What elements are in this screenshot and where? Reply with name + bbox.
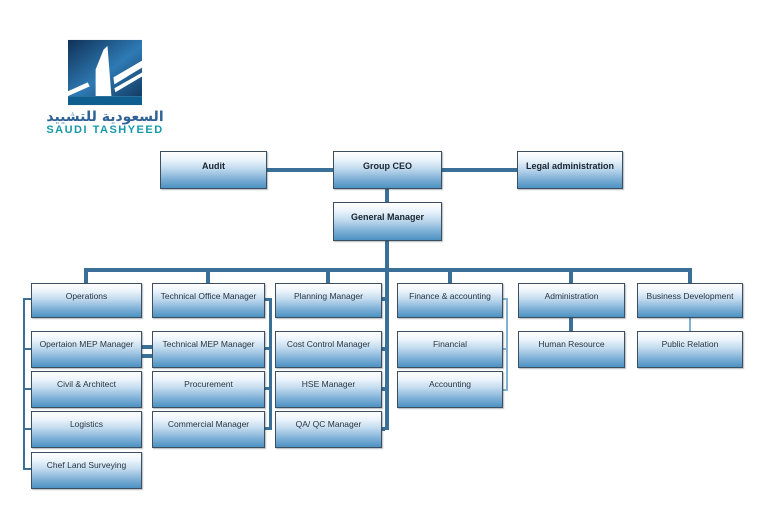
org-node-chef-land-surveying: Chef Land Surveying	[31, 452, 142, 489]
org-node-label: Financial	[432, 339, 468, 349]
org-node-finance-accounting: Finance & accounting	[397, 283, 503, 318]
connector-drop-finance	[448, 272, 452, 283]
org-node-operations: Operations	[31, 283, 142, 318]
org-node-opertaion-mep-manager: Opertaion MEP Manager	[31, 331, 142, 368]
connector-finance-stub-1	[503, 348, 508, 350]
org-node-label: Planning Manager	[294, 291, 363, 301]
connector-drop-administration	[569, 272, 573, 283]
org-node-label: Commercial Manager	[167, 419, 250, 429]
org-node-general-manager: General Manager	[333, 202, 442, 241]
connector-planning-stub-3	[382, 427, 385, 431]
org-node-label: Legal administration	[525, 161, 614, 171]
org-node-label: Accounting	[428, 379, 472, 389]
connector-planning-stub-top	[382, 297, 385, 301]
connector-planning-spine	[385, 272, 389, 430]
company-logo-icon	[68, 39, 142, 106]
connector-ops-spine	[23, 298, 25, 470]
org-node-human-resource: Human Resource	[518, 331, 625, 368]
connector-drop-operations	[84, 272, 88, 283]
org-node-qa-qc-manager: QA/ QC Manager	[275, 411, 382, 448]
org-node-technical-mep-manager: Technical MEP Manager	[152, 331, 265, 368]
connector-planning-stub-1	[382, 347, 385, 351]
connector-finance-stub-2	[503, 389, 508, 391]
org-node-label: Audit	[202, 161, 225, 171]
connector-ops-stub-2	[23, 388, 31, 390]
connector-mep-cross-2	[142, 354, 152, 358]
org-node-label: HSE Manager	[301, 379, 356, 389]
org-node-logistics: Logistics	[31, 411, 142, 448]
connector-ops-stub-3	[23, 428, 31, 430]
connector-ops-stub-1	[23, 348, 31, 350]
org-node-accounting: Accounting	[397, 371, 503, 408]
connector-ceo-gm	[385, 189, 389, 202]
org-node-legal-administration: Legal administration	[517, 151, 623, 189]
org-node-civil-architect: Civil & Architect	[31, 371, 142, 408]
logo-arabic-name: السعودية للتشييد	[46, 109, 164, 125]
org-node-planning-manager: Planning Manager	[275, 283, 382, 318]
org-node-group-ceo: Group CEO	[333, 151, 442, 189]
connector-admin-hr	[569, 318, 573, 331]
org-node-audit: Audit	[160, 151, 267, 189]
org-node-label: Finance & accounting	[409, 291, 491, 301]
connector-tech-spine-top	[265, 298, 272, 301]
org-node-label: Operations	[65, 291, 108, 301]
org-node-label: Procurement	[184, 379, 233, 389]
org-node-label: Human Resource	[538, 339, 605, 349]
org-node-public-relation: Public Relation	[637, 331, 743, 368]
connector-audit-ceo	[267, 168, 333, 172]
org-node-label: Public Relation	[661, 339, 719, 349]
connector-gm-rail	[385, 241, 389, 270]
org-node-label: Technical Office Manager	[160, 291, 257, 301]
org-node-label: General Manager	[350, 212, 425, 222]
connector-rail	[84, 268, 692, 272]
company-logo: السعودية للتشييد SAUDI TASHYEED	[30, 38, 180, 136]
org-node-label: Group CEO	[363, 161, 412, 171]
connector-finance-spine	[506, 298, 508, 391]
connector-drop-business-development	[688, 272, 692, 283]
org-node-technical-office-manager: Technical Office Manager	[152, 283, 265, 318]
org-node-label: Administration	[544, 291, 599, 301]
org-node-label: Cost Control Manager	[286, 339, 371, 349]
connector-tech-spine	[269, 298, 272, 430]
connector-tech-stub-2	[265, 387, 269, 390]
connector-ceo-legal	[442, 168, 517, 172]
org-node-business-development: Business Development	[637, 283, 743, 318]
org-node-label: Civil & Architect	[56, 379, 117, 389]
org-node-label: Business Development	[646, 291, 734, 301]
org-node-label: Logistics	[69, 419, 104, 429]
org-node-procurement: Procurement	[152, 371, 265, 408]
org-node-label: Technical MEP Manager	[162, 339, 255, 349]
connector-mep-cross-1	[142, 345, 152, 349]
connector-tech-stub-1	[265, 347, 269, 350]
connector-ops-stub-4	[23, 468, 31, 470]
org-node-label: QA/ QC Manager	[295, 419, 362, 429]
org-node-cost-control-manager: Cost Control Manager	[275, 331, 382, 368]
org-node-label: Chef Land Surveying	[46, 460, 127, 470]
connector-drop-technical	[206, 272, 210, 283]
org-node-commercial-manager: Commercial Manager	[152, 411, 265, 448]
connector-ops-spine-top	[23, 298, 31, 300]
org-node-financial: Financial	[397, 331, 503, 368]
connector-tech-stub-3	[265, 427, 269, 430]
logo-english-name: SAUDI TASHYEED	[46, 124, 164, 136]
connector-planning-stub-2	[382, 387, 385, 391]
org-node-label: Opertaion MEP Manager	[39, 339, 134, 349]
connector-drop-planning	[326, 272, 330, 283]
org-node-administration: Administration	[518, 283, 625, 318]
org-node-hse-manager: HSE Manager	[275, 371, 382, 408]
connector-finance-spine-top	[503, 298, 508, 300]
connector-bd-pr	[689, 318, 691, 331]
